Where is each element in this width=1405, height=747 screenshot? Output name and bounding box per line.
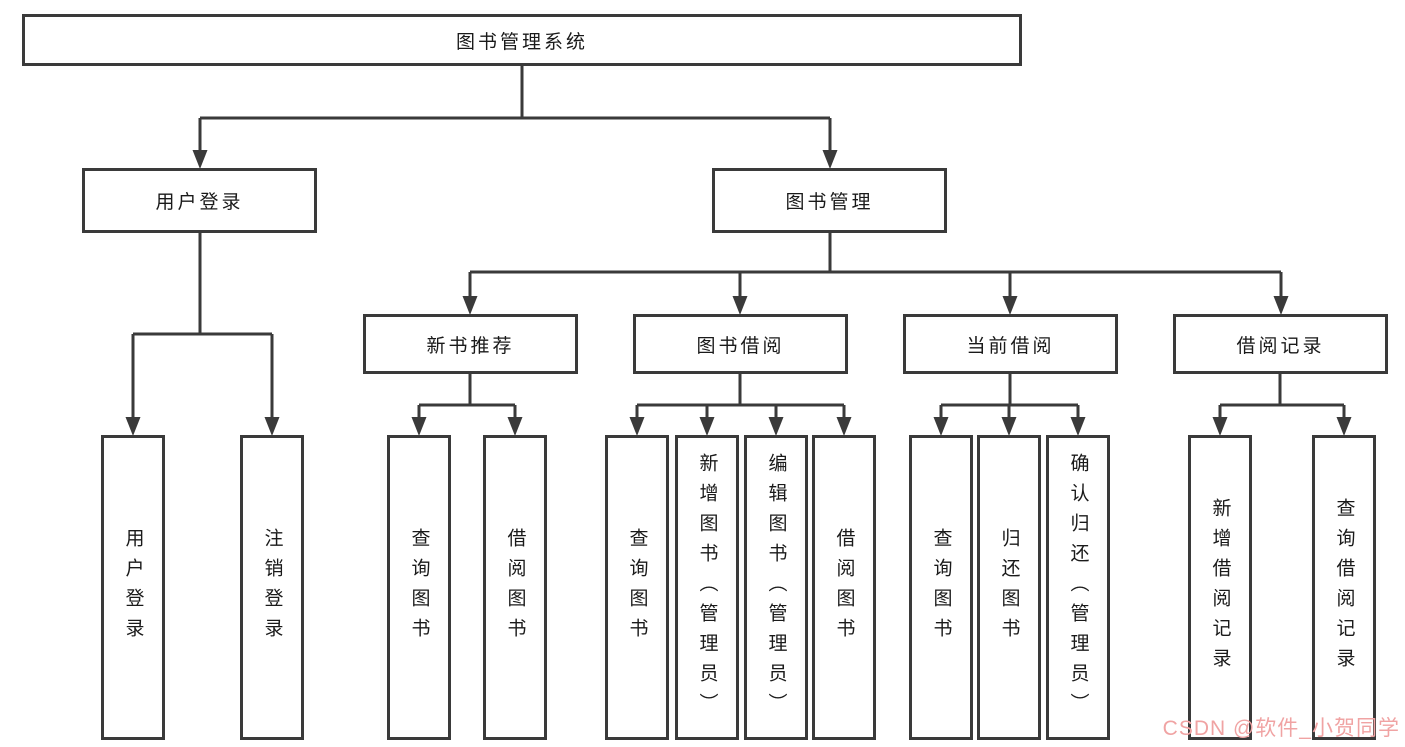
- node-user-login: 用户登录: [82, 168, 317, 233]
- leaf-query-books-2: 查询图书: [605, 435, 669, 740]
- leaf-query-borrow-record: 查询借阅记录: [1312, 435, 1376, 740]
- leaf-logout: 注销登录: [240, 435, 304, 740]
- leaf-borrow-books-2: 借阅图书: [812, 435, 876, 740]
- node-new-book-recommend: 新书推荐: [363, 314, 578, 374]
- node-borrow-records: 借阅记录: [1173, 314, 1388, 374]
- leaf-return-books: 归还图书: [977, 435, 1041, 740]
- leaf-edit-book-admin: 编辑图书（管理员）: [744, 435, 808, 740]
- node-root-system: 图书管理系统: [22, 14, 1022, 66]
- leaf-query-books-1: 查询图书: [387, 435, 451, 740]
- leaf-query-books-3: 查询图书: [909, 435, 973, 740]
- leaf-add-book-admin: 新增图书（管理员）: [675, 435, 739, 740]
- leaf-borrow-books-1: 借阅图书: [483, 435, 547, 740]
- node-current-borrow: 当前借阅: [903, 314, 1118, 374]
- node-book-management: 图书管理: [712, 168, 947, 233]
- leaf-user-login: 用户登录: [101, 435, 165, 740]
- leaf-confirm-return-admin: 确认归还（管理员）: [1046, 435, 1110, 740]
- node-book-borrow: 图书借阅: [633, 314, 848, 374]
- leaf-add-borrow-record: 新增借阅记录: [1188, 435, 1252, 740]
